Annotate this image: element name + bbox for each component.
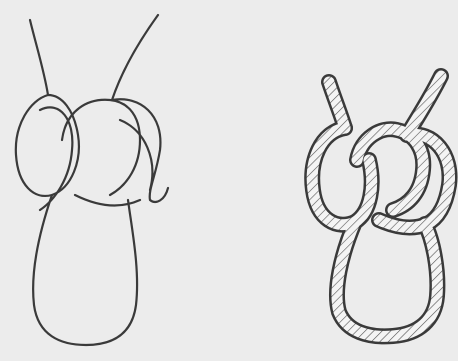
left-standing-end [30,20,48,95]
knot-rope-svg [229,0,458,361]
right-loop-2 [120,120,152,190]
connecting-strand [75,195,140,205]
center-loop [62,100,140,195]
bottom-bight [33,195,137,345]
left-outer-loop [16,95,79,196]
knot-rope-diagram [229,0,458,361]
knot-line-diagram [0,0,229,361]
right-standing-end [112,15,158,100]
knot-line-svg [0,0,229,361]
